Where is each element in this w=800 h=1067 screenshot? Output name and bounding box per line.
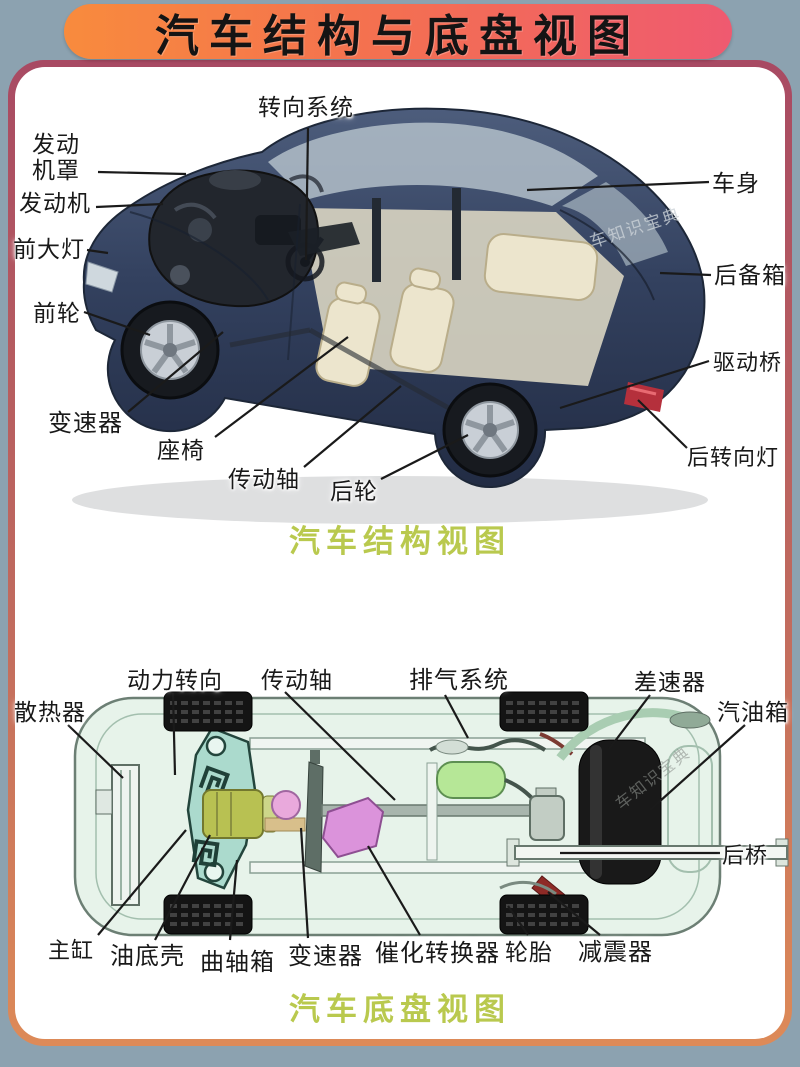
- label-rear-turn-signal: 后转向灯: [687, 445, 780, 470]
- label-shock-absorber: 减震器: [578, 939, 653, 966]
- label-drive-shaft: 传动轴: [228, 466, 300, 492]
- label-steering-system: 转向系统: [258, 94, 354, 120]
- page-title: 汽车结构与底盘视图: [155, 11, 641, 61]
- front-wheel-graphic: [120, 300, 220, 400]
- label-seat: 座椅: [157, 437, 205, 463]
- car-cutaway-illustration: 车知识宝典: [72, 107, 708, 524]
- label-rear-axle: 后桥: [722, 843, 769, 868]
- label-exhaust-system: 排气系统: [409, 667, 509, 694]
- label-rear-wheel: 后轮: [330, 478, 378, 504]
- title-banner: 汽车结构与底盘视图: [64, 4, 732, 61]
- label-drive-shaft-2: 传动轴: [261, 667, 333, 693]
- label-tire: 轮胎: [505, 939, 553, 965]
- label-oil-pan: 油底壳: [110, 943, 185, 970]
- label-headlight: 前大灯: [13, 236, 85, 262]
- chassis-diagram-illustration: 车知识宝典: [73, 690, 789, 937]
- label-transmission-2: 变速器: [288, 943, 363, 970]
- label-drive-axle: 驱动桥: [713, 350, 783, 375]
- label-fuel-tank: 汽油箱: [717, 699, 789, 725]
- label-body: 车身: [712, 170, 760, 196]
- structure-leader-lines: [83, 127, 712, 480]
- label-power-steering: 动力转向: [127, 667, 223, 693]
- label-radiator: 散热器: [14, 699, 86, 725]
- label-catalytic-converter: 催化转换器: [375, 940, 500, 967]
- label-trunk: 后备箱: [714, 262, 786, 288]
- label-crankcase: 曲轴箱: [200, 949, 275, 976]
- chassis-view-caption: 汽车底盘视图: [289, 992, 511, 1027]
- label-engine: 发动机: [19, 190, 91, 216]
- label-transmission: 变速器: [48, 410, 123, 437]
- label-master-cylinder: 主缸: [48, 938, 95, 963]
- label-front-wheel: 前轮: [33, 300, 81, 326]
- structure-view-caption: 汽车结构视图: [289, 524, 511, 559]
- label-differential: 差速器: [634, 669, 706, 695]
- chassis-leader-lines: [67, 691, 746, 941]
- rear-wheel-graphic: [442, 382, 538, 478]
- label-engine-hood: 发动 机罩: [32, 131, 80, 184]
